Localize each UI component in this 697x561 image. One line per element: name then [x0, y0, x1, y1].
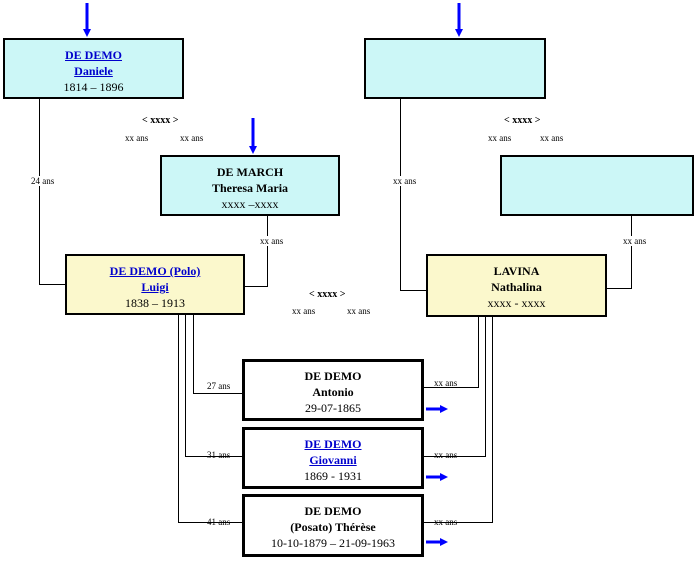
age-label: xx ans: [434, 378, 458, 388]
given-name[interactable]: Giovanni: [309, 453, 357, 467]
life-dates: xxxx –xxxx: [221, 197, 279, 211]
marriage-years: < xxxx >: [142, 115, 179, 126]
person-unknown-mother[interactable]: [500, 155, 694, 216]
life-dates: 10-10-1879 – 21-09-1963: [271, 536, 395, 550]
life-dates: 29-07-1865: [305, 401, 361, 415]
age-label: xx ans: [434, 450, 458, 460]
given-name: Antonio: [312, 385, 354, 399]
life-dates: 1814 – 1896: [63, 80, 124, 94]
person-giovanni[interactable]: DE DEMO Giovanni 1869 - 1931: [242, 427, 424, 489]
given-name[interactable]: Luigi: [141, 280, 169, 294]
life-dates: xxxx - xxxx: [487, 296, 546, 310]
age-label: xx ans: [393, 176, 417, 186]
given-name: (Posato) Thérèse: [290, 520, 376, 534]
surname: LAVINA: [493, 264, 540, 278]
surname[interactable]: DE DEMO: [304, 437, 362, 451]
age-label: xx ans: [260, 236, 284, 246]
age-label: xx ans: [623, 236, 647, 246]
given-name: Theresa Maria: [211, 181, 289, 195]
age-at-marriage: xx ans: [347, 306, 371, 316]
age-at-marriage: xx ans: [488, 133, 512, 143]
person-luigi[interactable]: DE DEMO (Polo) Luigi 1838 – 1913: [65, 254, 245, 315]
age-at-marriage: xx ans: [125, 133, 149, 143]
surname: DE DEMO: [304, 504, 362, 518]
surname: DE MARCH: [216, 165, 284, 179]
surname[interactable]: DE DEMO (Polo): [109, 264, 201, 278]
person-theresa[interactable]: DE MARCH Theresa Maria xxxx –xxxx: [160, 155, 340, 216]
person-nathalina[interactable]: LAVINA Nathalina xxxx - xxxx: [426, 254, 607, 317]
person-unknown-father[interactable]: [364, 38, 546, 99]
age-label: 27 ans: [207, 381, 231, 391]
person-antonio[interactable]: DE DEMO Antonio 29-07-1865: [242, 359, 424, 421]
age-label: xx ans: [434, 517, 458, 527]
age-label: 41 ans: [207, 517, 231, 527]
age-at-marriage: xx ans: [180, 133, 204, 143]
person-daniele[interactable]: DE DEMO Daniele 1814 – 1896: [3, 38, 184, 99]
life-dates: 1838 – 1913: [125, 296, 185, 310]
given-name: Nathalina: [491, 280, 542, 294]
age-at-marriage: xx ans: [292, 306, 316, 316]
person-therese[interactable]: DE DEMO (Posato) Thérèse 10-10-1879 – 21…: [242, 494, 424, 557]
life-dates: 1869 - 1931: [304, 469, 362, 483]
age-label: 24 ans: [31, 176, 55, 186]
given-name[interactable]: Daniele: [74, 64, 113, 78]
age-label: 31 ans: [207, 450, 231, 460]
marriage-years: < xxxx >: [309, 289, 346, 300]
marriage-years: < xxxx >: [504, 115, 541, 126]
age-at-marriage: xx ans: [540, 133, 564, 143]
surname: DE DEMO: [304, 369, 362, 383]
surname[interactable]: DE DEMO: [65, 48, 122, 62]
